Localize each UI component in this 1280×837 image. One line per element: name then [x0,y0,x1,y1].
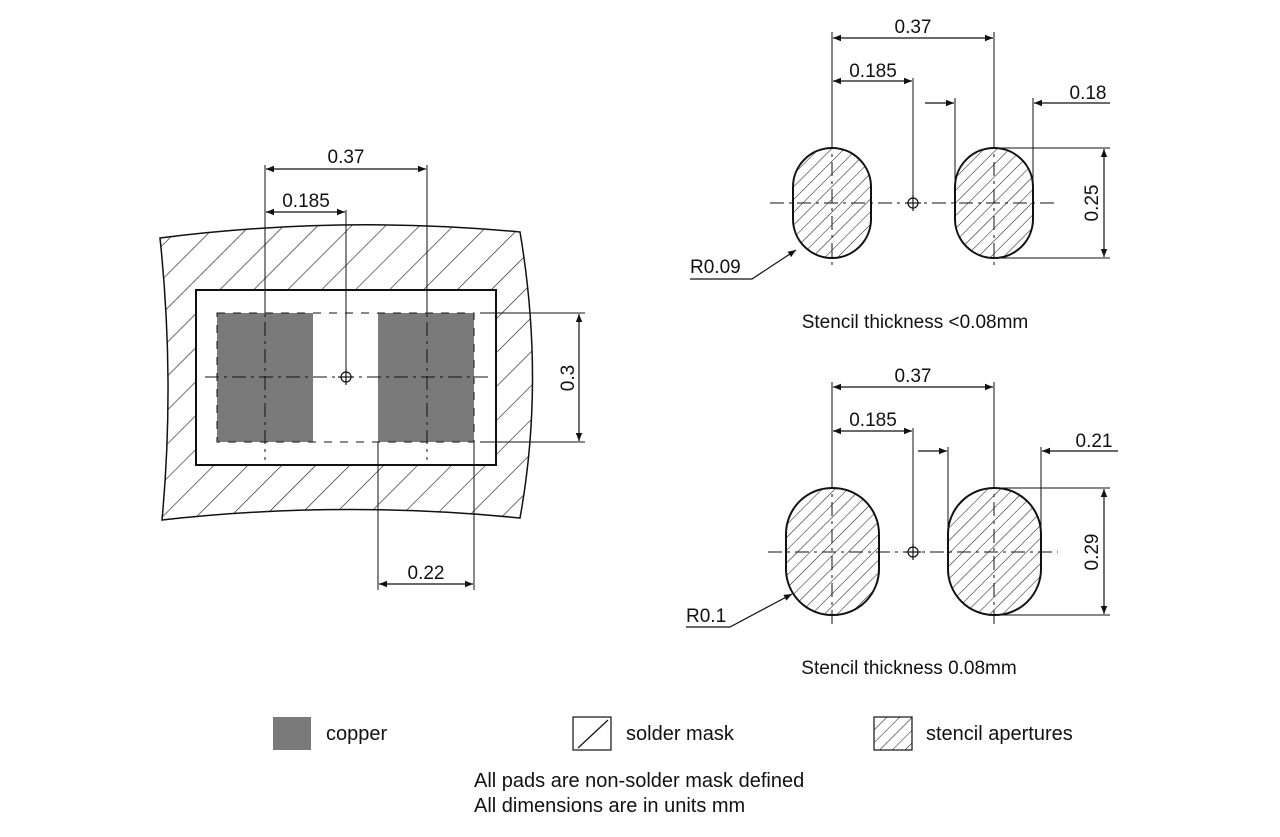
stencil-b-width-label: 0.21 [1076,431,1113,452]
stencil-a-pitch-label: 0.37 [895,17,932,38]
stencil-a-radius-label: R0.09 [690,257,741,278]
footprint-pad-height-label: 0.3 [558,365,579,391]
legend-stencil-label: stencil apertures [926,723,1073,745]
legend-copper-swatch [273,717,311,750]
notes: All pads are non-solder mask defined All… [474,770,804,817]
legend-copper-label: copper [326,723,387,745]
stencil-a-width-label: 0.18 [1070,83,1107,104]
stencil-b-half-pitch-label: 0.185 [849,410,897,431]
footprint-half-pitch-label: 0.185 [282,191,330,212]
stencil-b-pitch-label: 0.37 [895,366,932,387]
stencil-a-view: 0.37 0.185 0.18 0.25 R0.09 Stencil thick… [690,17,1110,333]
stencil-a-radius-leader [690,249,797,280]
note-line-2: All dimensions are in units mm [474,795,745,817]
footprint-pad-width-label: 0.22 [408,563,445,584]
stencil-a-caption: Stencil thickness <0.08mm [802,312,1029,333]
footprint-view: 0.37 0.185 0.3 0.22 [159,147,585,590]
legend-solder-mask-swatch [572,716,612,751]
origin-marker [338,369,354,385]
stencil-a-origin-marker [905,195,921,211]
stencil-b-origin-marker [905,544,921,560]
legend: copper solder mask stencil apertures [273,716,1073,751]
legend-solder-mask-label: solder mask [626,723,735,745]
stencil-a-height-label: 0.25 [1082,185,1103,222]
stencil-b-radius-label: R0.1 [686,606,726,627]
stencil-b-radius-leader [686,593,793,628]
legend-stencil-swatch [873,716,913,751]
stencil-b-view: 0.37 0.185 0.21 0.29 R0.1 Stencil thickn… [686,366,1118,679]
stencil-a-half-pitch-label: 0.185 [849,61,897,82]
footprint-pitch-label: 0.37 [328,147,365,168]
stencil-b-height-label: 0.29 [1082,534,1103,571]
stencil-b-caption: Stencil thickness 0.08mm [801,658,1016,679]
note-line-1: All pads are non-solder mask defined [474,770,804,792]
